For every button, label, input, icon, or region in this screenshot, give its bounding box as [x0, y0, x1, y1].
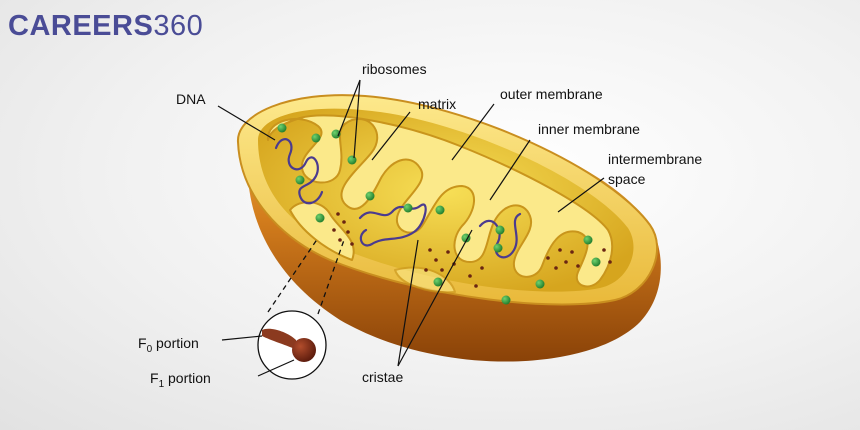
logo-brand-text: CAREERS	[8, 10, 154, 42]
label-matrix: matrix	[418, 96, 456, 112]
leader-lines	[217, 79, 605, 377]
zoom-dashed-lines	[267, 237, 345, 315]
dna-strands	[274, 138, 522, 259]
label-dna: DNA	[176, 91, 206, 107]
atp-synthase-particles	[332, 212, 612, 288]
label-cristae: cristae	[362, 369, 403, 385]
ribosome-dots	[277, 123, 601, 305]
label-f1-portion: F1 portion	[150, 370, 211, 390]
logo-number-text: 360	[153, 10, 204, 42]
f0-portion-stalk	[262, 328, 298, 350]
label-inner-membrane: inner membrane	[538, 121, 640, 137]
label-intermembrane-space-line1: intermembrane	[608, 151, 702, 167]
cristae-folds	[266, 114, 614, 294]
f1-portion-head	[292, 338, 316, 362]
label-outer-membrane: outer membrane	[500, 86, 603, 102]
label-ribosomes: ribosomes	[362, 61, 427, 77]
label-intermembrane-space-line2: space	[608, 171, 646, 187]
label-f0-portion: F0 portion	[138, 335, 199, 355]
careers360-logo[interactable]: CAREERS360	[8, 8, 203, 44]
